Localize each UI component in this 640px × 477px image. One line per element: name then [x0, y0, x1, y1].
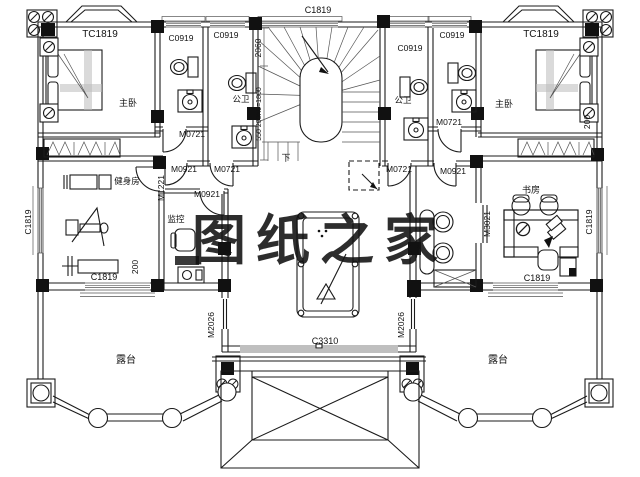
doors — [135, 128, 488, 329]
label-master-bedroom-left: 主卧 — [119, 97, 137, 108]
sink — [403, 117, 429, 141]
nightstand — [579, 37, 599, 57]
label-m2026-left: M2026 — [206, 312, 216, 338]
void-opening — [348, 160, 380, 191]
label-m1221: M1221 — [156, 175, 166, 201]
gym-equipment — [62, 174, 119, 276]
monitor-room-furniture — [170, 228, 205, 284]
label-tc1819-right: TC1819 — [523, 29, 559, 40]
label-tc1819-left: TC1819 — [82, 29, 118, 40]
label-stairs-down: 下 — [281, 153, 290, 163]
billiard-table — [296, 211, 360, 318]
label-m2026-right: M2026 — [396, 312, 406, 338]
label-c1819-right-wall: C1819 — [584, 209, 594, 234]
label-wc-left: 公卫 — [232, 94, 250, 104]
corner-column-top-left — [26, 9, 58, 38]
bay-window-left — [65, 5, 138, 23]
label-c1819-study: C1819 — [524, 273, 551, 283]
label-m0721-bath-left: M0721 — [179, 129, 205, 139]
label-gym: 健身房 — [114, 176, 140, 186]
bay-window-right — [502, 5, 575, 23]
toilet — [447, 62, 477, 84]
corner-column-top-right — [582, 9, 614, 38]
structural-columns — [36, 15, 604, 297]
label-m0921-monitor: M0921 — [194, 189, 220, 199]
label-c0919-l2: C0919 — [213, 30, 238, 40]
label-m0921-hall-left: M0921 — [171, 164, 197, 174]
sink — [177, 89, 203, 113]
label-wc-right: 公卫 — [394, 95, 412, 105]
label-study: 书房 — [522, 184, 540, 195]
toilet — [227, 72, 257, 94]
label-terrace-right: 露台 — [488, 353, 508, 366]
label-m0721-hall-left: M0721 — [214, 164, 240, 174]
terrace-railing-left — [52, 382, 237, 429]
label-c0919-l1: C0919 — [168, 33, 193, 43]
dim-stair-run: 550 200X9=1800 — [256, 87, 263, 141]
dim-stair-width: 2060 — [253, 38, 263, 57]
label-master-bedroom-right: 主卧 — [495, 98, 513, 109]
staircase — [257, 26, 381, 191]
bed-left — [45, 49, 103, 111]
nightstand — [579, 103, 599, 123]
dimension-labels: 2060 550 200X9=1800 200 200 — [130, 38, 592, 274]
label-m3021: M3021 — [482, 211, 492, 237]
nightstand — [39, 37, 59, 57]
label-c1819-gym: C1819 — [91, 272, 118, 282]
wardrobe-right — [517, 138, 595, 158]
door-openings — [158, 126, 482, 329]
door-labels: M0721 M0721 M0921 M0721 M0721 M0921 M092… — [156, 117, 492, 338]
terrace-railing-right — [403, 382, 588, 429]
room-labels: 主卧 主卧 公卫 公卫 健身房 监控 书房 露台 露台 下 — [114, 94, 540, 366]
nightstand — [39, 103, 59, 123]
wardrobe-left — [43, 138, 121, 158]
dim-200-gym: 200 — [130, 260, 140, 274]
terrace-column-right — [584, 378, 614, 408]
bed-right — [535, 49, 593, 111]
label-m0721-bath-right: M0721 — [436, 117, 462, 127]
toilet — [399, 76, 429, 98]
label-c3310: C3310 — [312, 336, 339, 346]
window-labels: TC1819 TC1819 C0919 C0919 C0919 C0919 C1… — [23, 5, 594, 346]
label-monitor-room: 监控 — [167, 214, 185, 224]
watermark-text: 图纸之家 — [192, 211, 448, 271]
terrace-column-left — [26, 378, 56, 408]
windows — [32, 5, 608, 353]
lounge-bench — [419, 209, 477, 288]
label-terrace-left: 露台 — [116, 353, 136, 366]
study-furniture — [503, 194, 579, 277]
label-c0919-r1: C0919 — [397, 43, 422, 53]
label-m0721-hall-right: M0721 — [386, 164, 412, 174]
label-c0919-r2: C0919 — [439, 30, 464, 40]
label-m0921-hall-right: M0921 — [440, 166, 466, 176]
porch-roof — [220, 370, 420, 469]
label-c1819-left-wall: C1819 — [23, 209, 33, 234]
dim-200-right: 200 — [582, 115, 592, 129]
toilet — [169, 56, 199, 78]
label-c1819-top: C1819 — [305, 5, 332, 15]
sink — [231, 125, 257, 149]
